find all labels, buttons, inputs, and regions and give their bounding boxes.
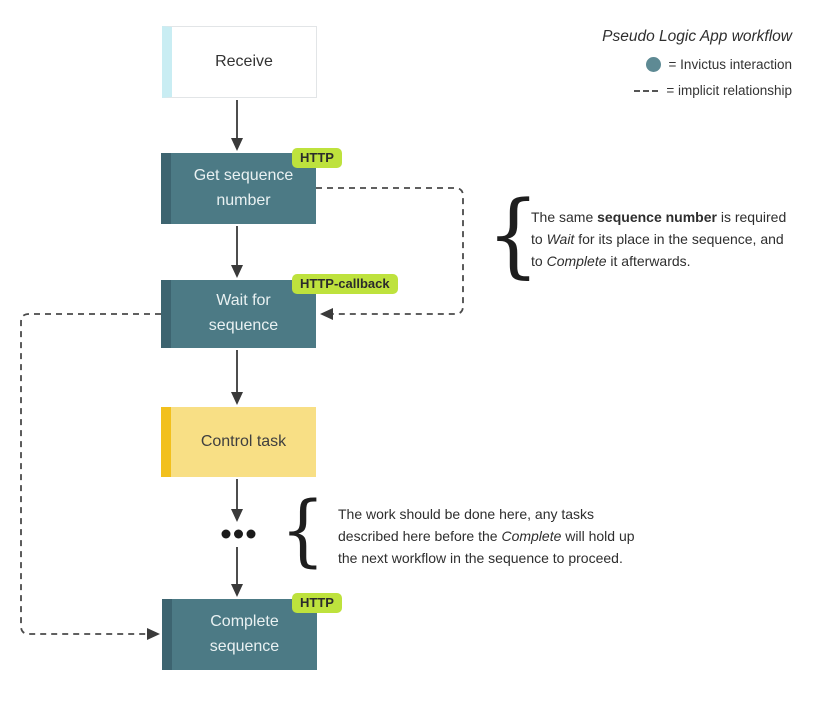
legend-row-implicit: = implicit relationship [634,83,792,98]
dashed-connector-get-to-wait [316,187,464,320]
text-segment: for its place in the sequence, and [574,231,784,247]
annotation-line: described here before the Complete will … [338,525,635,547]
text-segment: to [531,253,547,269]
http-callback-badge-wait: HTTP-callback [292,274,398,294]
text-segment-italic: Complete [501,528,562,544]
node-control-label: Control task [200,432,287,450]
legend-implicit-label: = implicit relationship [666,83,792,98]
text-segment-italic: Complete [546,253,607,269]
node-receive: Receive [162,26,317,98]
annotation-line: to Wait for its place in the sequence, a… [531,228,786,250]
teal-circle-icon [645,57,661,72]
text-segment: The same [531,209,598,225]
text-segment: described here before the [338,528,502,544]
node-wait-for-sequence: Wait for sequence [161,280,316,348]
dashed-line-icon [634,89,659,92]
curly-brace-icon: { [486,181,540,288]
text-segment: to [531,231,547,247]
curly-brace-icon: { [280,486,326,576]
legend-invictus-label: = Invictus interaction [668,57,792,72]
legend: Pseudo Logic App workflow = Invictus int… [602,28,792,98]
http-badge-complete: HTTP [292,593,342,613]
node-wait-label: Wait for sequence [208,292,279,334]
node-control-task: Control task [161,407,316,477]
legend-row-invictus: = Invictus interaction [645,57,792,72]
diagram-title: Pseudo Logic App workflow [602,28,792,45]
node-get-sequence-label: Get sequence number [193,166,294,209]
http-badge-get-sequence: HTTP [292,148,342,168]
node-receive-label: Receive [215,52,273,70]
node-complete-label: Complete sequence [209,612,280,655]
annotation-line: to Complete it afterwards. [531,250,786,272]
text-segment-bold: sequence number [597,209,717,225]
text-segment: it afterwards. [606,253,691,269]
annotation-work-note: The work should be done here, any tasks … [338,503,635,569]
annotation-sequence-number: The same sequence number is required to … [531,206,786,272]
annotation-line: The work should be done here, any tasks [338,506,595,522]
node-complete-sequence: Complete sequence [162,599,317,670]
node-get-sequence-number: Get sequence number [161,153,316,224]
annotation-line: the next workflow in the sequence to pro… [338,550,623,566]
text-segment: is required [716,209,787,225]
ellipsis-dots-icon [221,529,256,539]
text-segment: will hold up [561,528,635,544]
dashed-connector-wait-to-complete [20,313,161,640]
text-segment-italic: Wait [546,231,575,247]
annotation-line: The same sequence number is required [531,206,786,228]
